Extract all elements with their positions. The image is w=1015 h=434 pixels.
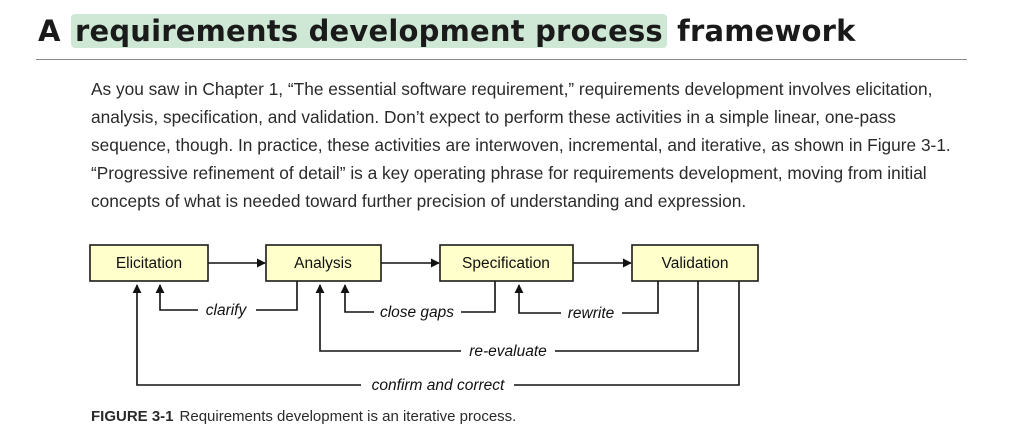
rewrite-label: rewrite bbox=[568, 305, 615, 322]
close-gaps-label: close gaps bbox=[380, 304, 454, 321]
close-gaps-loop-source bbox=[461, 281, 496, 313]
re-evaluate-loop-target bbox=[315, 284, 461, 352]
validation-label: Validation bbox=[662, 255, 729, 272]
figure-caption-text: Requirements development is an iterative… bbox=[179, 408, 517, 425]
analysis-box bbox=[265, 244, 382, 282]
confirm-and-correct-label: confirm and correct bbox=[372, 377, 505, 394]
close-gaps-loop-target bbox=[340, 284, 374, 313]
heading-divider bbox=[36, 59, 967, 60]
figure-number: FIGURE 3-1 bbox=[91, 408, 174, 425]
specification-label: Specification bbox=[462, 255, 550, 272]
validation-box bbox=[631, 244, 759, 282]
figure-caption: FIGURE 3-1 Requirements development is an… bbox=[91, 408, 516, 425]
section-heading: A requirements development process frame… bbox=[38, 10, 856, 52]
clarify-loop-target bbox=[155, 284, 198, 311]
analysis-label: Analysis bbox=[294, 255, 352, 272]
confirm-correct-loop-target bbox=[132, 284, 361, 386]
heading-suffix: framework bbox=[677, 14, 856, 48]
rewrite-loop-target bbox=[514, 284, 561, 314]
body-paragraph: As you saw in Chapter 1, “The essential … bbox=[91, 79, 951, 211]
rewrite-loop-source bbox=[622, 281, 659, 314]
clarify-label: clarify bbox=[206, 302, 248, 319]
confirm-correct-loop-source bbox=[514, 281, 740, 386]
specification-box bbox=[439, 244, 574, 282]
heading-prefix: A bbox=[38, 14, 61, 48]
elicitation-label: Elicitation bbox=[116, 255, 182, 272]
re-evaluate-label: re-evaluate bbox=[469, 343, 547, 360]
heading-highlight: requirements development process bbox=[70, 14, 667, 48]
elicitation-box bbox=[89, 244, 209, 282]
clarify-loop-source bbox=[256, 281, 298, 311]
re-evaluate-loop-source bbox=[555, 281, 699, 352]
